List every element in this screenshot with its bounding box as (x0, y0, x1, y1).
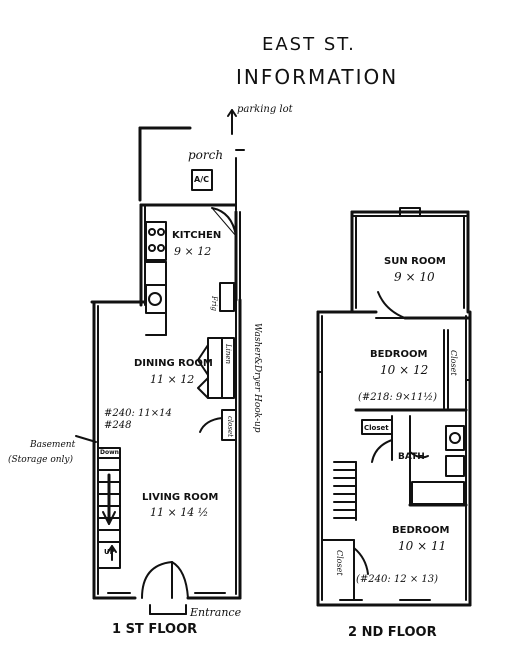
stairs-up-label: UP (104, 548, 115, 556)
fridge (219, 282, 235, 312)
stairs-down-label: Down (100, 449, 119, 456)
storage-only-label: (Storage only) (8, 455, 74, 465)
first-floor-stairs (97, 447, 121, 569)
washer-dryer-label: Washer&Dryer Hook-up (252, 323, 262, 433)
dining-room-size: 11 × 12 (150, 373, 195, 386)
first-floor-label: 1 ST FLOOR (112, 622, 198, 637)
note-248-first: #248 (104, 420, 132, 431)
bedroom2-closet (321, 539, 369, 601)
entrance-door (141, 561, 189, 615)
first-floor-outer-walls (90, 298, 242, 600)
bedroom2-note: (#240: 12 × 13) (356, 574, 439, 585)
bedroom2-closet-label: Closet (335, 550, 344, 576)
title-line1: EAST ST. (262, 34, 356, 55)
hall-closet-label: closet (226, 416, 234, 437)
bedroom1-name: BEDROOM (370, 349, 428, 360)
porch-label: porch (188, 148, 224, 162)
parking-lot-label: parking lot (237, 104, 293, 115)
bedroom1-note: (#218: 9×11½) (358, 392, 437, 403)
entrance-label: Entrance (190, 606, 242, 619)
linen-label: Linen (224, 344, 232, 365)
built-in-cabinets (197, 337, 235, 399)
bath-closet-label: Closet (364, 424, 389, 432)
title-line2: INFORMATION (236, 65, 399, 89)
stove (145, 221, 167, 261)
kitchen-counter (145, 261, 167, 336)
second-floor-outer-walls (316, 310, 472, 607)
porch-rail (138, 126, 245, 211)
sun-room-size: 9 × 10 (394, 270, 435, 284)
basement-arrow (75, 435, 97, 443)
bedroom1-size: 10 × 12 (380, 363, 429, 377)
dining-room-name: DINING ROOM (134, 358, 213, 369)
living-room-size: 11 × 14 ½ (150, 506, 209, 519)
basement-label: Basement (30, 440, 76, 450)
ac-unit (191, 169, 213, 191)
note-240-first: #240: 11×14 (104, 408, 172, 419)
living-room-name: LIVING ROOM (142, 492, 219, 503)
bedroom2-size: 10 × 11 (398, 539, 447, 553)
bedroom1-closet (443, 329, 449, 409)
sun-room-walls (350, 207, 470, 319)
kitchen-size: 9 × 12 (174, 245, 212, 258)
bath-walls (354, 408, 468, 507)
hall-closet (199, 409, 237, 441)
kitchen-name: KITCHEN (172, 230, 222, 241)
sun-room-name: SUN ROOM (384, 256, 446, 267)
second-floor-stairs (333, 461, 357, 521)
second-floor-label: 2 ND FLOOR (348, 625, 437, 640)
bedroom2-name: BEDROOM (392, 525, 450, 536)
bedroom1-side-closet: Closet (449, 350, 458, 376)
ac-label: A/C (194, 175, 209, 184)
fridge-label: Frig (210, 296, 218, 311)
parking-arrow (227, 109, 237, 135)
bath-label: BATH (398, 452, 425, 462)
